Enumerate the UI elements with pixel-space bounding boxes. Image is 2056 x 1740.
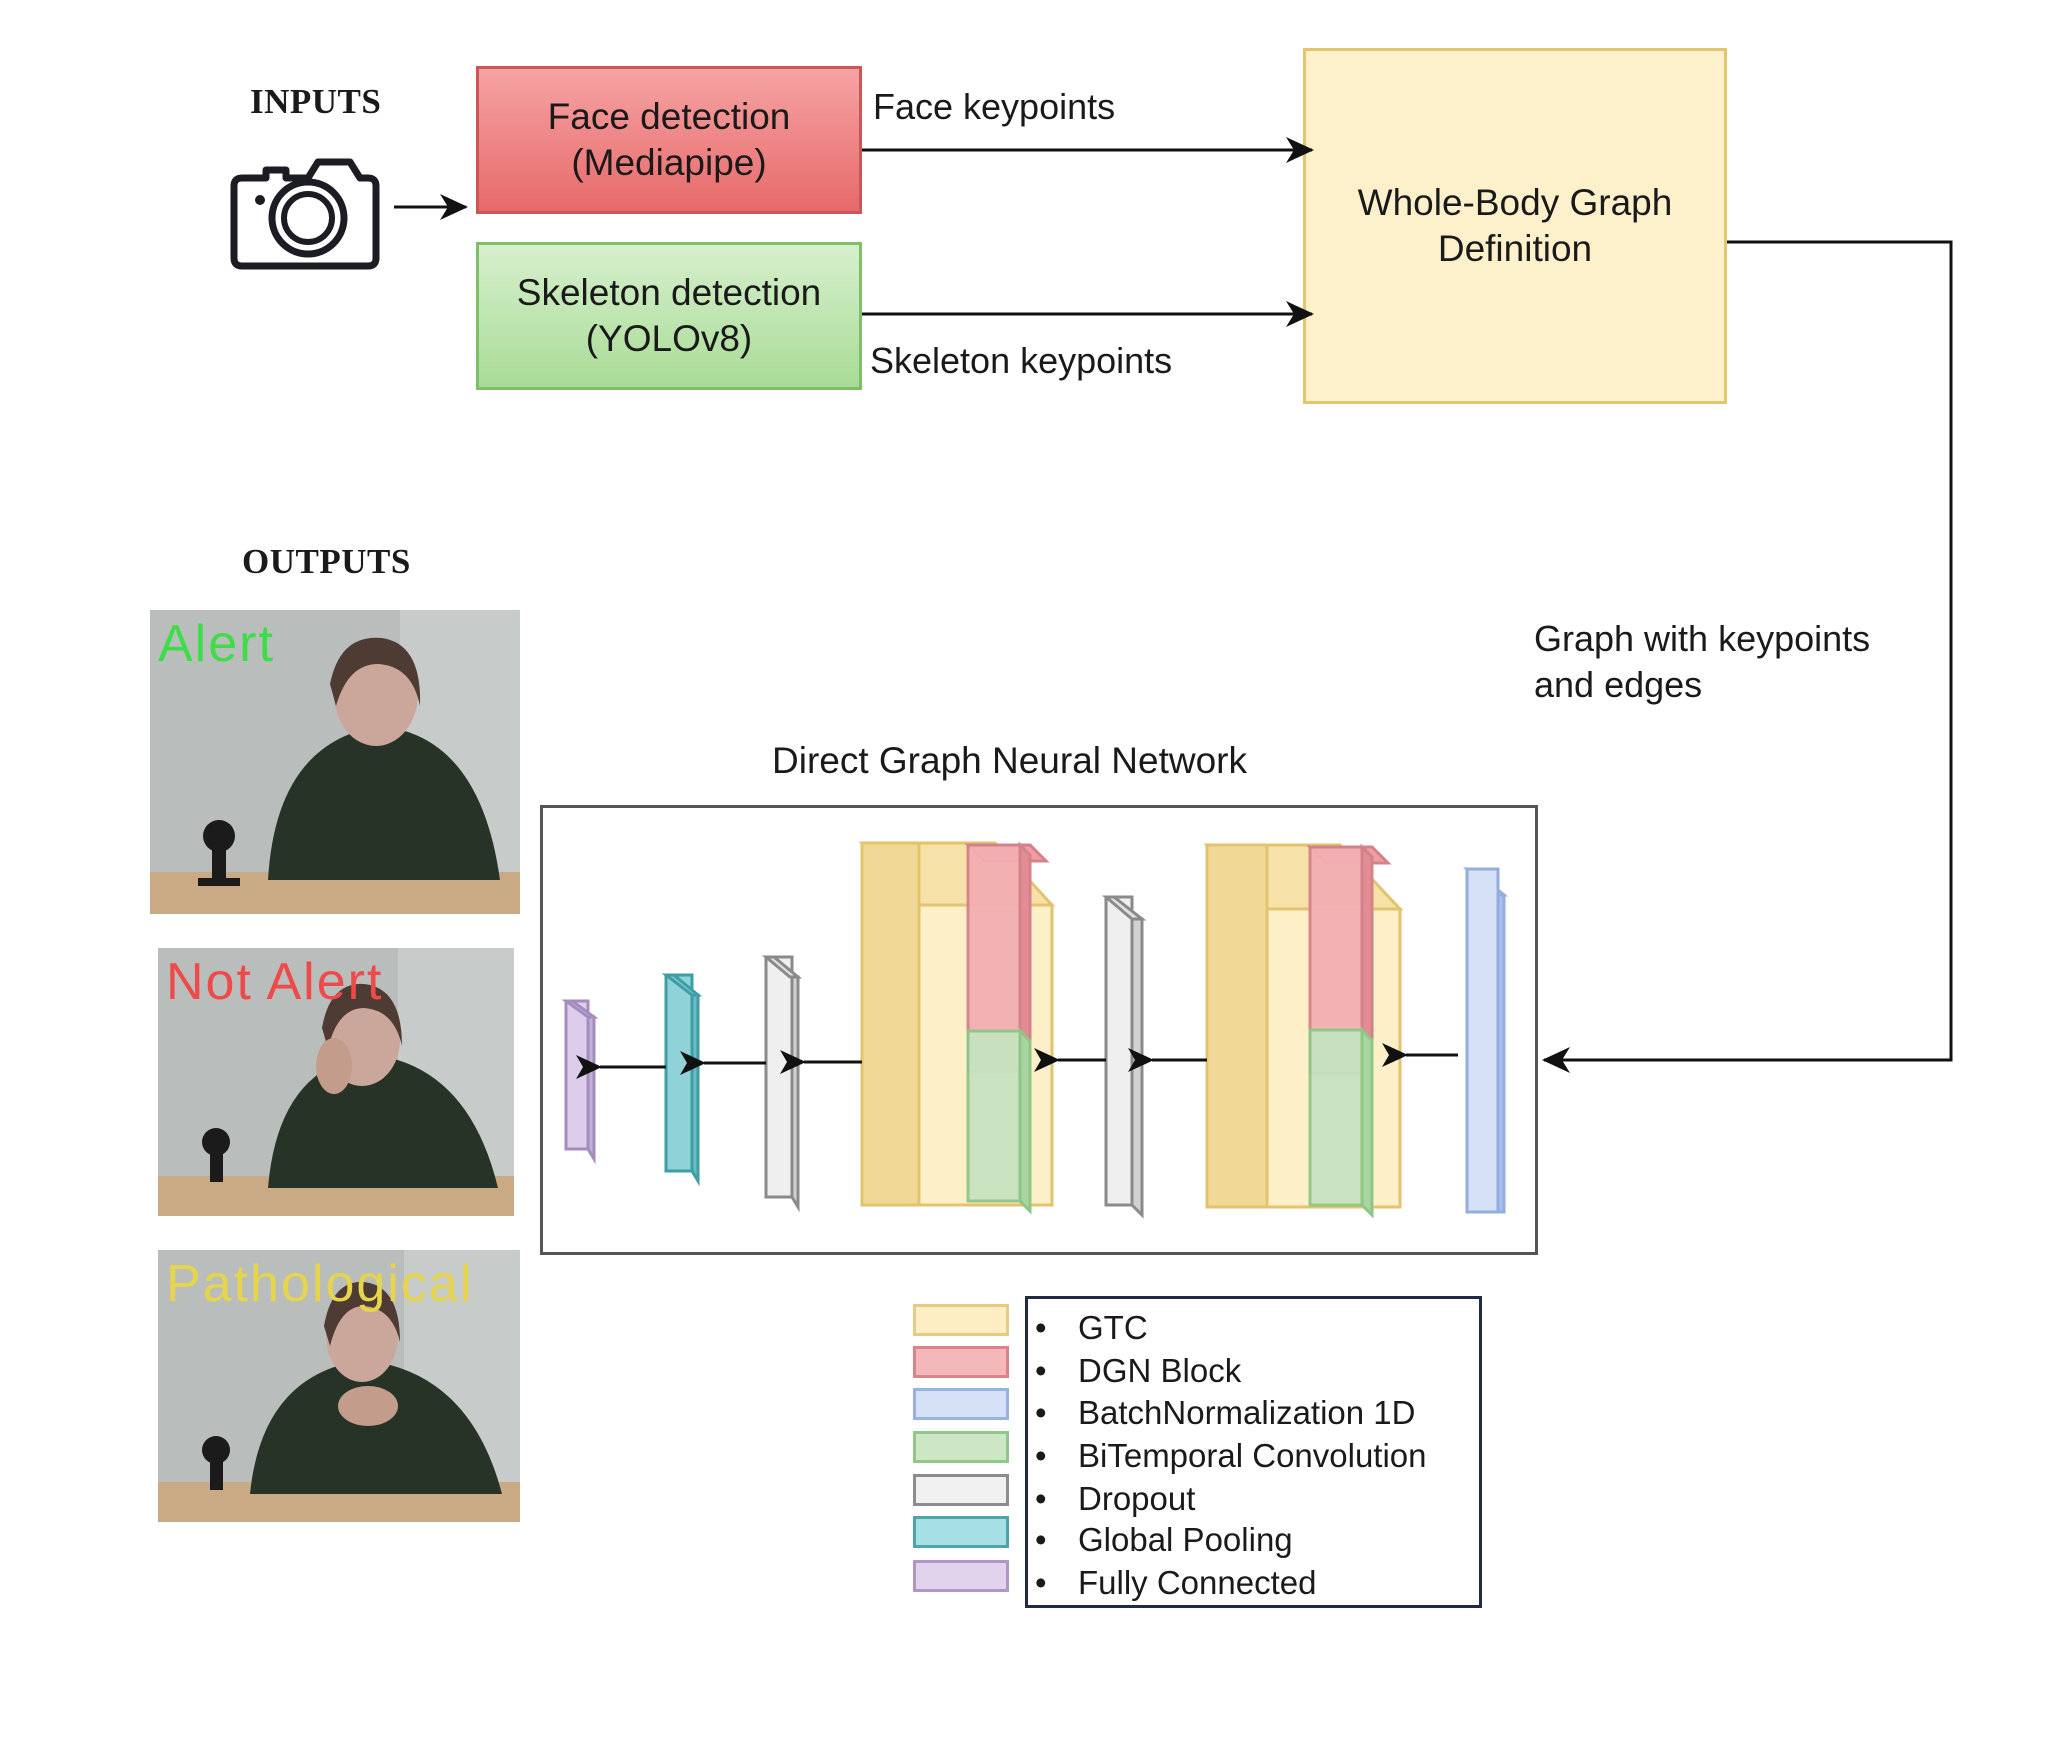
person-photo-alert — [150, 610, 520, 914]
bitemporal-conv-1 — [966, 1027, 1032, 1215]
global-pooling-layer — [661, 973, 703, 1187]
dropout-layer-2 — [1101, 895, 1147, 1219]
face-detection-box: Face detection (Mediapipe) — [476, 66, 862, 214]
output-label-alert: Alert — [158, 615, 275, 673]
legend-bullet: • — [1035, 1564, 1047, 1601]
graph-edges-label-line2: and edges — [1534, 664, 1703, 705]
inputs-heading: INPUTS — [250, 82, 382, 121]
legend-label-dgn-block: DGN Block — [1078, 1352, 1242, 1389]
legend-item-global-pooling: • Global Pooling — [1035, 1521, 1293, 1559]
legend-label-dropout: Dropout — [1078, 1480, 1196, 1517]
legend-swatch-fully-connected — [913, 1560, 1009, 1592]
legend-label-global-pooling: Global Pooling — [1078, 1521, 1293, 1558]
legend-bullet: • — [1035, 1521, 1047, 1558]
graph-edges-label: Graph with keypoints and edges — [1534, 616, 1870, 708]
legend-label-bitemporal: BiTemporal Convolution — [1078, 1437, 1427, 1474]
gtc-block-2 — [1203, 843, 1404, 1219]
legend-swatch-dropout — [913, 1474, 1009, 1506]
legend-bullet: • — [1035, 1480, 1047, 1517]
batchnorm-layer — [1462, 867, 1509, 1214]
gnn-title: Direct Graph Neural Network — [772, 740, 1247, 781]
legend-swatch-dgn-block — [913, 1346, 1009, 1378]
graph-to-gnn-arrow — [1542, 240, 1953, 1073]
face-keypoints-label: Face keypoints — [873, 86, 1116, 127]
face-detection-title: Face detection — [547, 96, 791, 137]
graph-edges-label-line1: Graph with keypoints — [1534, 618, 1871, 659]
legend-item-fully-connected: • Fully Connected — [1035, 1564, 1317, 1602]
legend-label-fully-connected: Fully Connected — [1078, 1564, 1317, 1601]
legend-item-dgn-block: • DGN Block — [1035, 1352, 1242, 1390]
legend-swatch-batchnorm — [913, 1388, 1009, 1420]
output-image-alert: Alert — [150, 610, 520, 914]
legend-item-dropout: • Dropout — [1035, 1480, 1196, 1518]
legend-item-batchnorm: • BatchNormalization 1D — [1035, 1394, 1416, 1432]
legend-swatch-global-pooling — [913, 1516, 1009, 1548]
skeleton-detection-box: Skeleton detection (YOLOv8) — [476, 242, 862, 390]
whole-body-graph-subtitle: Definition — [1437, 228, 1593, 269]
skeleton-keypoints-label: Skeleton keypoints — [870, 340, 1173, 381]
outputs-heading: OUTPUTS — [242, 542, 411, 581]
output-label-pathological: Pathological — [166, 1255, 474, 1313]
legend-item-bitemporal: • BiTemporal Convolution — [1035, 1437, 1427, 1475]
legend-swatch-gtc — [913, 1304, 1009, 1336]
legend-bullet: • — [1035, 1437, 1047, 1474]
legend-bullet: • — [1035, 1394, 1047, 1431]
person-photo-pathological — [158, 1250, 520, 1522]
output-image-not-alert: Not Alert — [158, 948, 514, 1216]
face-detection-subtitle: (Mediapipe) — [571, 142, 767, 183]
legend-box: • GTC • DGN Block • BatchNormalization 1D •… — [1025, 1296, 1482, 1608]
gnn-architecture — [561, 841, 1509, 1219]
skeleton-detection-subtitle: (YOLOv8) — [585, 318, 753, 359]
skeleton-detection-title: Skeleton detection — [516, 272, 822, 313]
bitemporal-conv-2 — [1308, 1026, 1374, 1219]
output-label-not-alert: Not Alert — [166, 953, 384, 1011]
legend-label-gtc: GTC — [1078, 1309, 1148, 1346]
gtc-block-1 — [858, 841, 1056, 1215]
output-image-pathological: Pathological — [158, 1250, 520, 1522]
camera-icon — [230, 158, 380, 270]
person-photo-not-alert — [158, 948, 514, 1216]
legend-item-gtc: • GTC — [1035, 1309, 1148, 1347]
gnn-frame — [540, 805, 1538, 1255]
legend-label-batchnorm: BatchNormalization 1D — [1078, 1394, 1416, 1431]
legend-swatch-bitemporal — [913, 1431, 1009, 1463]
fully-connected-layer — [561, 999, 599, 1165]
dropout-layer-1 — [761, 955, 803, 1213]
legend-bullet: • — [1035, 1309, 1047, 1346]
legend-bullet: • — [1035, 1352, 1047, 1389]
whole-body-graph-title: Whole-Body Graph — [1357, 182, 1673, 223]
